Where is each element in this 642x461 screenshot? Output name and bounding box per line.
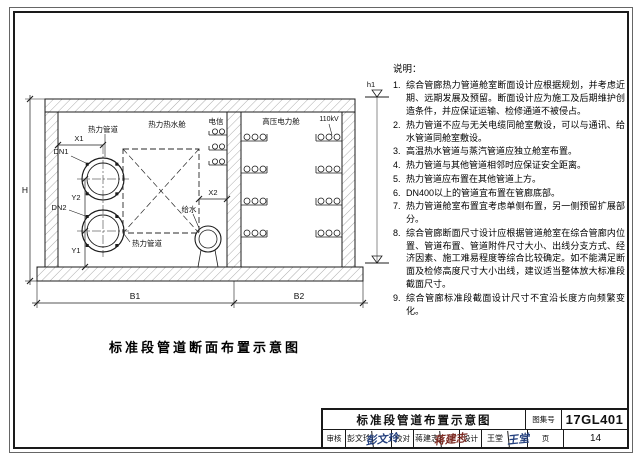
atlas-number-label: 图集号 <box>525 410 561 429</box>
title-block: 标准段管道布置示意图 图集号 17GL401 审核 彭文玲 彭文玲 校对 蒋建志… <box>321 408 627 448</box>
label-y2: Y2 <box>71 193 80 202</box>
staff-name: 王堂 <box>481 430 508 447</box>
note-item: 综合管廊断面尺寸设计应根据管道舱室在综合管廊内位置、管道布置、管道附件尺寸大小、… <box>393 227 625 289</box>
label-h1: h1 <box>367 80 375 89</box>
label-x2: X2 <box>208 188 217 197</box>
label-b1: B1 <box>130 291 141 301</box>
leader-lines <box>68 123 333 243</box>
note-item: 热力管道舱室布置宜考虑单侧布置，另一侧预留扩展部分。 <box>393 200 625 225</box>
label-telecom: 电信 <box>209 116 224 126</box>
staff-signature: 彭文玲 <box>364 429 400 448</box>
notes-heading: 说明： <box>393 64 422 75</box>
note-item: 热力管道与其他管道相邻时应保证安全距离。 <box>393 159 587 172</box>
sheet-title: 标准段管道布置示意图 <box>356 414 492 427</box>
label-dn2: DN2 <box>51 203 66 212</box>
sheet-frame: 热力管道 热力热水舱 电信 高压电力舱 110kV X1 DN1 Y2 DN2 … <box>13 11 629 449</box>
label-compartment-left: 热力热水舱 <box>148 119 186 129</box>
drawing-caption: 标准段管道断面布置示意图 <box>108 340 301 355</box>
drawing-labels: 热力管道 热力热水舱 电信 高压电力舱 110kV X1 DN1 Y2 DN2 … <box>22 80 375 301</box>
hv-cable-racks <box>241 133 342 238</box>
label-water: 给水 <box>182 204 197 214</box>
cross-section-svg: 热力管道 热力热水舱 电信 高压电力舱 110kV X1 DN1 Y2 DN2 … <box>22 80 389 308</box>
cross-section-drawing: 热力管道 热力热水舱 电信 高压电力舱 110kV X1 DN1 Y2 DN2 … <box>19 57 391 356</box>
label-y1: Y1 <box>71 246 80 255</box>
sheet-trim-border <box>9 7 633 453</box>
label-b2: B2 <box>294 291 305 301</box>
label-dn1: DN1 <box>53 147 68 156</box>
label-voltage: 110kV <box>319 116 339 123</box>
staff-name: 蒋建志 <box>413 430 440 447</box>
label-x1: X1 <box>74 134 83 143</box>
note-item: 热力管道不应与无关电缆同舱室敷设，可以与通讯、给水管道同舱室敷设。 <box>393 119 625 143</box>
tunnel-structure <box>36 98 364 282</box>
page-number-label: 页 <box>527 430 563 447</box>
ground-level-marks <box>365 89 389 264</box>
atlas-number: 17GL401 <box>561 410 627 429</box>
notes-section: 说明： 综合管廊热力管道舱室断面设计应根据规划，并考虑近期、远期发展及预留。断面… <box>393 63 625 318</box>
label-pipe-mid: 热力管道 <box>132 238 162 248</box>
reserved-space <box>122 148 200 234</box>
staff-role: 设计 <box>459 430 481 447</box>
staff-role: 校对 <box>391 430 413 447</box>
label-compartment-right: 高压电力舱 <box>262 116 300 126</box>
staff-signature: 蒋建志 <box>432 429 468 448</box>
note-item: DN400以上的管道宜布置在管廊底部。 <box>393 187 561 200</box>
notes-list: 综合管廊热力管道舱室断面设计应根据规划，并考虑近期、远期发展及预留。断面设计应为… <box>393 79 625 317</box>
page-number: 14 <box>563 430 627 447</box>
staff-signature: 王堂 <box>506 429 530 448</box>
water-pipe <box>194 225 222 268</box>
staff-role: 审核 <box>326 434 342 443</box>
note-item: 热力管道应布置在其他管道上方。 <box>393 173 542 186</box>
staff-name: 彭文玲 <box>345 430 372 447</box>
dimension-lines <box>25 95 368 308</box>
label-height: H <box>22 185 28 195</box>
telecom-cables <box>208 128 227 166</box>
title-block-row-top: 标准段管道布置示意图 图集号 17GL401 <box>323 410 627 430</box>
label-pipe-top: 热力管道 <box>88 124 118 134</box>
note-item: 综合管廊标准段截面设计尺寸不宜沿长度方向频繁变化。 <box>393 292 625 316</box>
note-item: 综合管廊热力管道舱室断面设计应根据规划，并考虑近期、远期发展及预留。断面设计应为… <box>393 79 625 117</box>
note-item: 高温热水管道与蒸汽管道应独立舱室布置。 <box>393 145 578 158</box>
title-block-row-bottom: 审核 彭文玲 彭文玲 校对 蒋建志 蒋建志 设计 王堂 王堂 页 14 <box>323 429 627 448</box>
